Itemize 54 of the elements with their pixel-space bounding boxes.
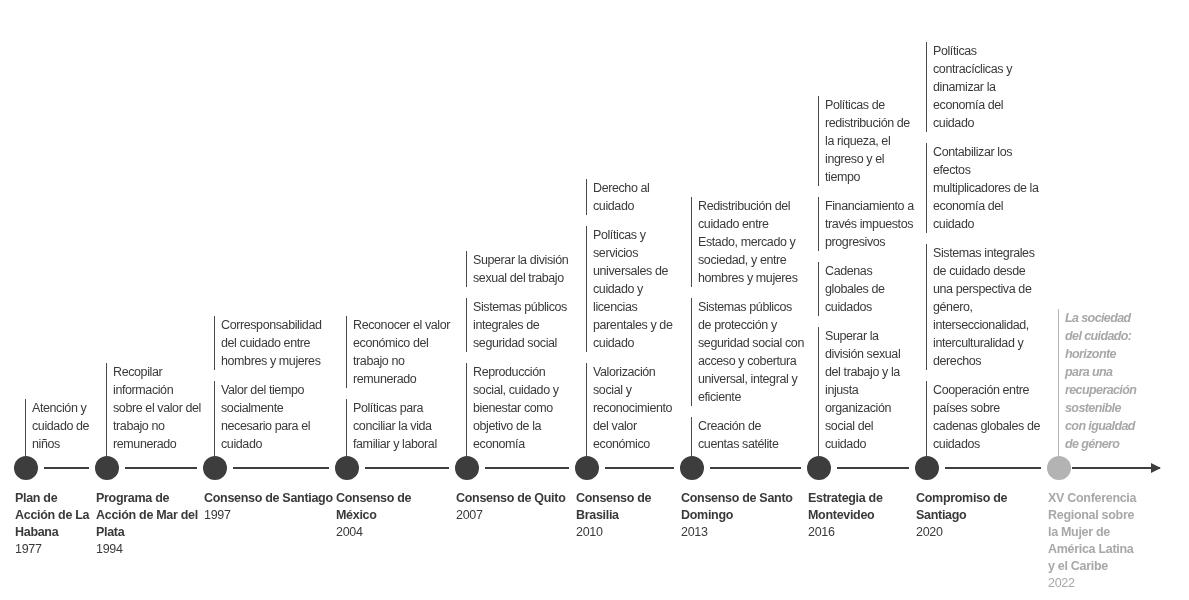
timeline-line xyxy=(710,466,801,470)
milestone-text: Valor del tiempo socialmente necesario para el cuidado xyxy=(214,381,334,456)
milestone-text: Recopilar información sobre el valor del trabajo no remunerado xyxy=(106,363,202,456)
timeline-line xyxy=(945,466,1041,470)
event-year: 2007 xyxy=(456,507,484,524)
milestone-text: Redistribución del cuidado entre Estado, mercado y sociedad, y entre hombres y mujeres xyxy=(691,197,805,287)
milestone-text: Reproducción social, cuidado y bienestar como objetivo de la economía xyxy=(466,363,574,456)
event-year: 2020 xyxy=(916,524,944,541)
milestone-text: Sistemas integrales de cuidado desde una perspectiva de género, interseccionalidad, interculturalidad y derechos xyxy=(926,244,1046,370)
milestone-text: La sociedad del cuidado: horizonte para una recuperación sostenible con igualdad de género xyxy=(1058,309,1140,456)
milestone-text: Cooperación entre países sobre cadenas globales de cuidados xyxy=(926,381,1046,456)
milestone-text: Superar la división sexual del trabajo xyxy=(466,251,574,287)
event-year: 2010 xyxy=(576,524,604,541)
event-year: 1977 xyxy=(15,541,43,558)
milestone-text: Políticas para conciliar la vida familiar y laboral xyxy=(346,399,454,456)
milestone-text: Atención y cuidado de niños xyxy=(25,399,95,456)
event-name: Consenso de Brasilia xyxy=(576,490,653,524)
milestone-text: Superar la división sexual del trabajo y la injusta organización social del cuidado xyxy=(818,327,914,456)
milestone-text: Políticas y servicios universales de cuidado y licencias parentales y de cuidado xyxy=(586,226,679,352)
milestone-text: Políticas de redistribución de la riqueza, el ingreso y el tiempo xyxy=(818,96,914,186)
event-name: Consenso de Santo Domingo xyxy=(681,490,794,524)
event-year: 2004 xyxy=(336,524,364,541)
event-name: Plan de Acción de La Habana xyxy=(15,490,91,541)
timeline-line xyxy=(125,466,197,470)
event-year: 2016 xyxy=(808,524,836,541)
timeline-line xyxy=(365,466,449,470)
event-name: Consenso de Quito xyxy=(456,490,567,507)
milestone-text: Contabilizar los efectos multiplicadores de la economía del cuidado xyxy=(926,143,1046,233)
milestone-text: Valorización social y reconocimiento del valor económico xyxy=(586,363,679,456)
event-name: Programa de Acción de Mar del Plata xyxy=(96,490,199,541)
arrow xyxy=(1072,463,1161,473)
event-year: 1994 xyxy=(96,541,124,558)
event-name: Consenso de Santiago xyxy=(204,490,334,507)
event-year: 2022 xyxy=(1048,575,1076,592)
timeline-line xyxy=(44,466,89,470)
timeline-line xyxy=(233,466,329,470)
timeline-line xyxy=(605,466,674,470)
milestone-text: Creación de cuentas satélite xyxy=(691,417,805,456)
milestone-text: Corresponsabilidad del cuidado entre hombres y mujeres xyxy=(214,316,334,370)
milestone-text: Sistemas públicos de protección y seguridad social con acceso y cobertura universal, integral y eficiente xyxy=(691,298,805,406)
timeline-line xyxy=(837,466,909,470)
milestone-text: Cadenas globales de cuidados xyxy=(818,262,914,316)
event-name: Compromiso de Santiago xyxy=(916,490,1009,524)
milestone-text: Reconocer el valor económico del trabajo no remunerado xyxy=(346,316,454,388)
timeline-line xyxy=(485,466,569,470)
milestone-text: Políticas contracíclicas y dinamizar la economía del cuidado xyxy=(926,42,1046,132)
event-year: 2013 xyxy=(681,524,709,541)
milestone-text: Financiamiento a través impuestos progresivos xyxy=(818,197,914,251)
event-name: Estrategia de Montevideo xyxy=(808,490,884,524)
event-year: 1997 xyxy=(204,507,232,524)
milestone-text: Derecho al cuidado xyxy=(586,179,679,215)
event-name: XV Conferencia Regional sobre la Mujer de América Latina y el Caribe xyxy=(1048,490,1138,575)
event-name: Consenso de México xyxy=(336,490,413,524)
milestone-text: Sistemas públicos integrales de seguridad social xyxy=(466,298,574,352)
